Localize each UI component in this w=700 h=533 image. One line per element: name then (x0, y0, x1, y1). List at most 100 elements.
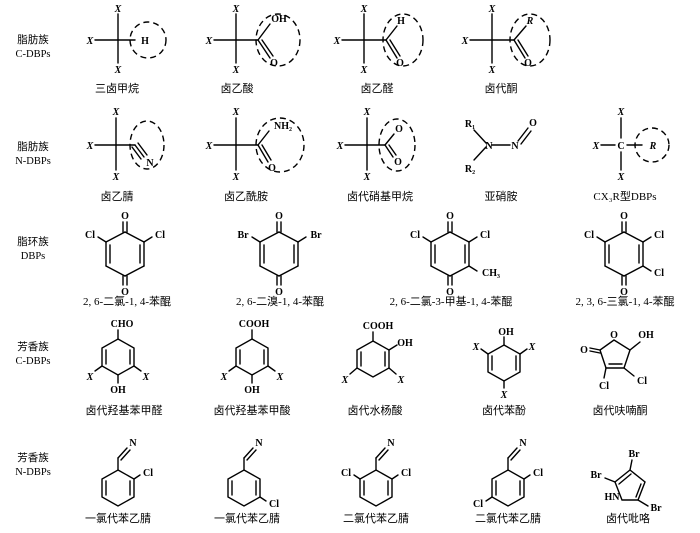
atom-o: O (396, 58, 404, 69)
structure-halonitromethane: X X X O O (336, 107, 416, 183)
atom-cho: CHO (111, 319, 134, 330)
atom-x: X (232, 65, 240, 76)
caption-haloacetamide: 卤乙酰胺 (224, 189, 268, 203)
atom-x: X (363, 107, 371, 118)
atom-x: X (232, 172, 240, 183)
caption-2-chlorophenylacetonitrile: 一氯代苯乙腈 (85, 511, 151, 525)
atom-cl: Cl (654, 230, 664, 241)
atom-br: Br (237, 230, 249, 241)
structure-2-chlorophenylacetonitrile: N Cl (101, 438, 153, 507)
structure-halohydroxybenzaldehyde: CHO OH X X (86, 319, 150, 396)
structure-haloacetaldehyde: X X X H O (333, 4, 424, 76)
atom-hn: HN (605, 492, 621, 503)
atom-o: O (610, 330, 618, 341)
atom-br: Br (310, 230, 322, 241)
atom-cl: Cl (143, 468, 153, 479)
row-3-label-1: 脂环族 (17, 235, 49, 248)
atom-cl: Cl (584, 230, 594, 241)
atom-x: X (333, 36, 341, 47)
atom-o: O (394, 157, 402, 168)
caption-halophenol: 卤代苯酚 (482, 403, 526, 417)
atom-o: O (524, 58, 532, 69)
atom-cl: Cl (473, 499, 483, 510)
atom-cl: Cl (85, 230, 95, 241)
atom-oh: OH (397, 338, 413, 349)
atom-h: H (397, 16, 405, 27)
atom-n: N (519, 438, 527, 449)
structure-halopyrrole: Br Br HN Br (590, 449, 662, 514)
atom-x: X (114, 4, 122, 15)
structure-haloacetamide: X X X NH₂ O (205, 107, 305, 183)
atom-r: R (526, 16, 534, 27)
atom-x: X (205, 141, 213, 152)
caption-haloacetic-acid: 卤乙酸 (221, 81, 254, 95)
caption-3-chlorophenylacetonitrile: 一氯代苯乙腈 (214, 511, 280, 525)
atom-cl: Cl (269, 499, 279, 510)
atom-cl: Cl (533, 468, 543, 479)
caption-haloketone: 卤代酮 (485, 82, 518, 95)
row-4-label-1: 芳香族 (17, 340, 49, 353)
caption-halopyrrole: 卤代吡咯 (606, 511, 650, 525)
row-labels: 脂肪族 C-DBPs 脂肪族 N-DBPs 脂环族 DBPs 芳香族 C-DBP… (15, 33, 51, 478)
atom-n: N (255, 438, 263, 449)
row-5-label-2: N-DBPs (15, 467, 51, 478)
atom-oh: OH (638, 330, 654, 341)
atom-x: X (86, 141, 94, 152)
atom-x: X (86, 36, 94, 47)
caption-haloacetonitrile: 卤乙腈 (101, 190, 134, 203)
atom-cl: Cl (637, 376, 647, 387)
atom-x: X (276, 372, 284, 383)
atom-o: O (620, 287, 628, 298)
atom-r1: R₁ (465, 119, 475, 130)
atom-x: X (205, 36, 213, 47)
structure-trihalomethane: X X X H (86, 4, 167, 76)
caption-halonitromethane: 卤代硝基甲烷 (347, 189, 413, 203)
caption-cx3r: CX₃R型DBPs (593, 189, 656, 203)
atom-o: O (121, 287, 129, 298)
caption-dcmbq: 2, 6-二氯-3-甲基-1, 4-苯醌 (390, 294, 513, 308)
atom-r2: R₂ (465, 164, 475, 175)
structure-haloacetic-acid: X X X OH O (205, 4, 301, 76)
atom-cl: Cl (401, 468, 411, 479)
atom-n: N (146, 158, 154, 169)
structure-tcbq: O O Cl Cl Cl (584, 211, 664, 298)
structure-25-dichlorophenylacetonitrile: N Cl Cl (473, 438, 543, 510)
atom-cl: Cl (341, 468, 351, 479)
atom-cl: Cl (599, 381, 609, 392)
atom-o: O (620, 211, 628, 222)
row-1-label-1: 脂肪族 (17, 33, 49, 46)
atom-cooh: COOH (363, 321, 394, 332)
atom-h: H (141, 36, 149, 47)
atom-x: X (528, 342, 536, 353)
atom-x: X (461, 36, 469, 47)
row-5-label-1: 芳香族 (17, 451, 49, 464)
structure-cx3r: X X X C R (592, 107, 670, 183)
atom-n: N (129, 438, 137, 449)
structure-haloacetonitrile: X X X N (86, 107, 165, 183)
atom-cl: Cl (654, 268, 664, 279)
atom-r: R (649, 141, 657, 152)
atom-n: N (387, 438, 395, 449)
atom-o: O (275, 211, 283, 222)
atom-o: O (580, 345, 588, 356)
atom-cl: Cl (155, 230, 165, 241)
atom-x: X (341, 375, 349, 386)
atom-x: X (488, 4, 496, 15)
atom-x: X (360, 65, 368, 76)
structure-dbbq: O O Br Br (237, 211, 322, 298)
atom-oh: OH (498, 327, 514, 338)
structure-halofuranone: O OH O Cl Cl (580, 330, 654, 392)
structure-dcmbq: O O Cl Cl CH₃ (410, 211, 500, 298)
caption-halosalicylic-acid: 卤代水杨酸 (348, 403, 403, 417)
atom-x: X (500, 390, 508, 401)
atom-o: O (121, 211, 129, 222)
atom-x: X (114, 65, 122, 76)
row-2-label-1: 脂肪族 (17, 140, 49, 153)
structure-halophenol: OH X X X (472, 327, 536, 401)
caption-halohydroxybenzaldehyde: 卤代羟基苯甲醛 (86, 403, 163, 417)
atom-x: X (617, 172, 625, 183)
atom-o: O (446, 287, 454, 298)
atom-x: X (86, 372, 94, 383)
row-4-label-2: C-DBPs (15, 356, 50, 367)
